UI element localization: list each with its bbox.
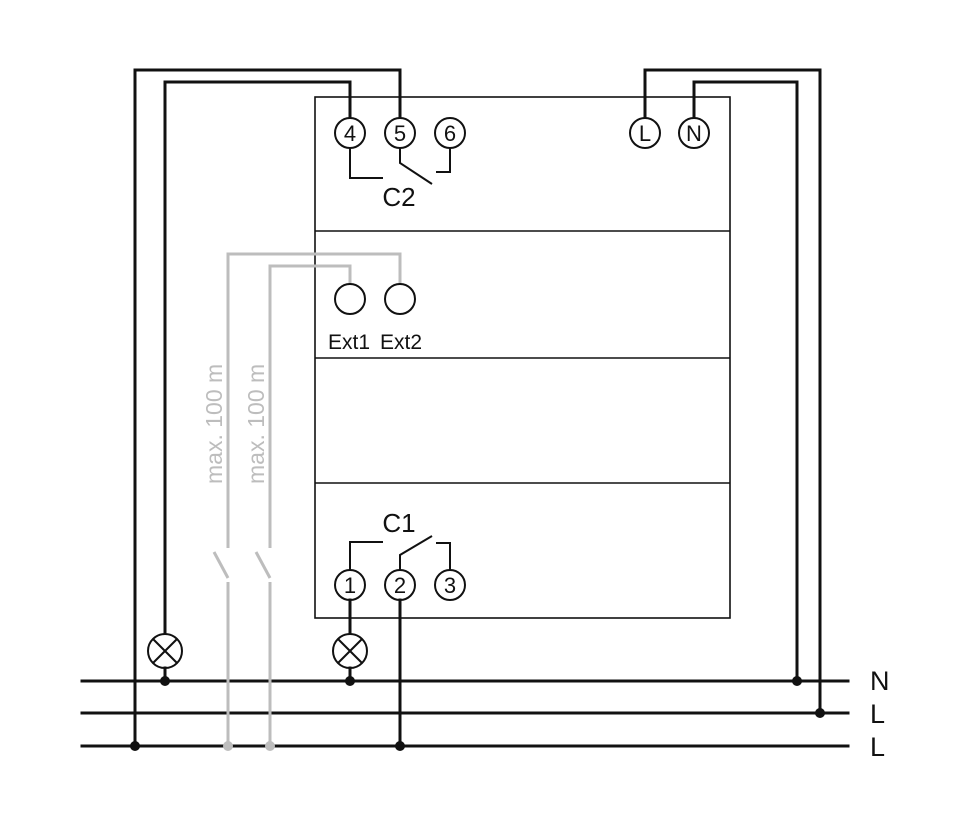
svg-text:2: 2 xyxy=(394,573,406,598)
wire-l-to-t5 xyxy=(133,68,402,748)
rail-l1-label: L xyxy=(870,699,885,729)
input-ext1-label: Ext1 xyxy=(328,331,370,354)
pushbutton-2-icon xyxy=(254,551,272,746)
pushbutton-1-icon xyxy=(212,551,230,746)
svg-text:3: 3 xyxy=(444,573,456,598)
lamp-1-icon xyxy=(147,633,183,669)
terminal-5: 5 xyxy=(384,117,416,149)
junction-button2-l xyxy=(265,741,275,751)
junction-button1-l xyxy=(223,741,233,751)
terminal-1: 1 xyxy=(334,569,366,601)
terminal-6: 6 xyxy=(434,117,466,149)
junction-supply-l xyxy=(815,708,825,718)
terminal-l: L xyxy=(629,117,661,149)
svg-text:N: N xyxy=(686,121,702,146)
junction-lamp2-n xyxy=(345,676,355,686)
input-ext1-terminal xyxy=(334,283,366,315)
junction-l-t5 xyxy=(130,741,140,751)
svg-text:L: L xyxy=(639,121,651,146)
junction-lamp1-n xyxy=(160,676,170,686)
input-ext2-label: Ext2 xyxy=(380,331,422,354)
svg-text:5: 5 xyxy=(394,121,406,146)
terminal-4: 4 xyxy=(334,117,366,149)
contact-c2-label: C2 xyxy=(382,182,415,212)
rail-l2-label: L xyxy=(870,732,885,762)
wire-supply-n xyxy=(692,80,799,683)
junction-t2-l xyxy=(395,741,405,751)
contact-c2-symbol xyxy=(349,148,451,185)
svg-text:4: 4 xyxy=(344,121,356,146)
cable-length-label-1: max. 100 m xyxy=(201,364,227,484)
cable-length-label-2: max. 100 m xyxy=(243,364,269,484)
svg-text:6: 6 xyxy=(444,121,456,146)
contact-c1-label: C1 xyxy=(382,508,415,538)
terminal-2: 2 xyxy=(384,569,416,601)
terminal-3: 3 xyxy=(434,569,466,601)
contact-c1-symbol xyxy=(349,535,451,570)
svg-text:1: 1 xyxy=(344,573,356,598)
wire-supply-l xyxy=(643,68,822,715)
external-wire-ext2 xyxy=(226,252,402,548)
junction-supply-n xyxy=(792,676,802,686)
lamp-2-icon xyxy=(332,633,368,669)
external-wire-ext1 xyxy=(268,264,352,548)
terminal-n: N xyxy=(678,117,710,149)
rail-n-label: N xyxy=(870,666,890,696)
input-ext2-terminal xyxy=(384,283,416,315)
wire-t4-to-lamp1 xyxy=(163,80,352,636)
